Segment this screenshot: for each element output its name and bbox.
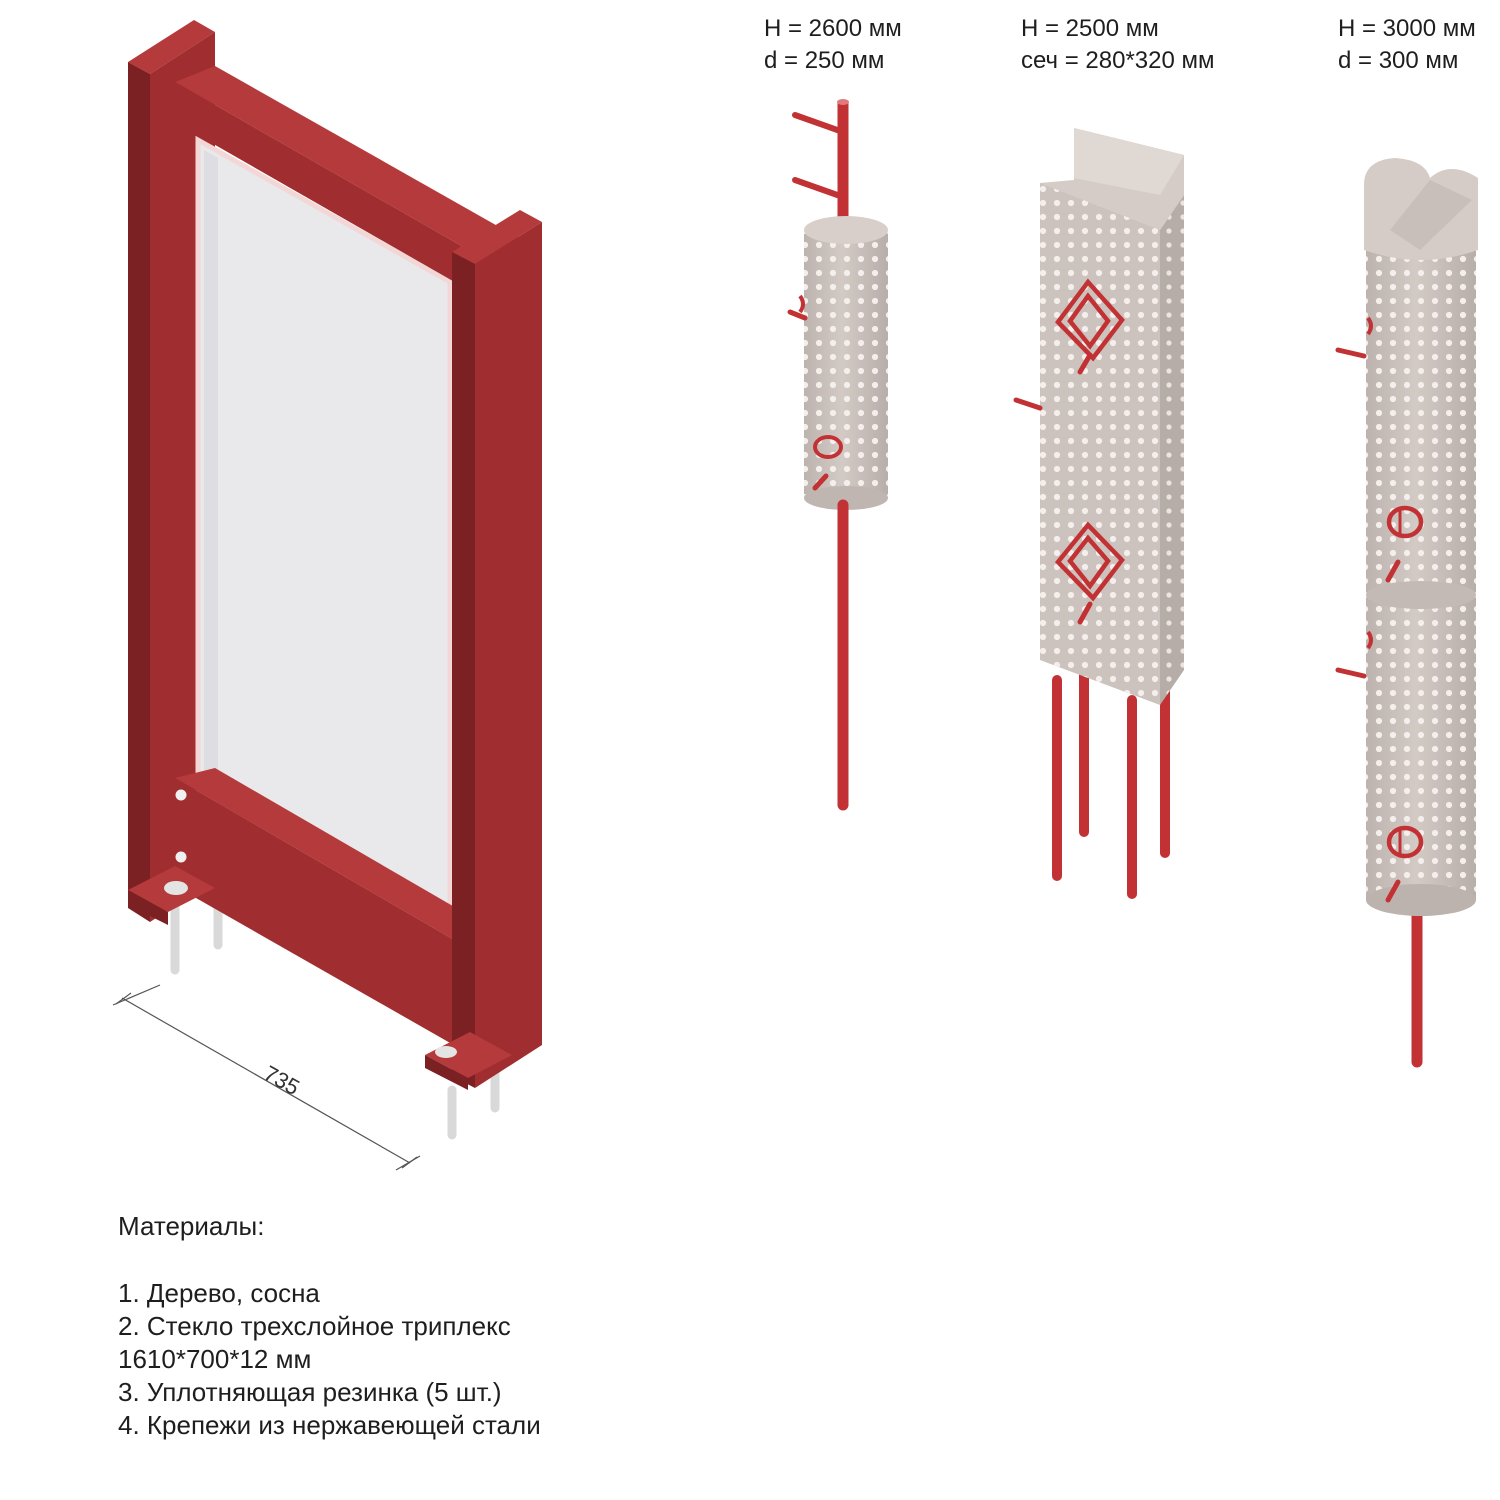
post-cylinder-small: H = 2600 мм d = 250 мм (764, 15, 902, 811)
materials-list: Материалы: 1. Дерево, сосна 2. Стекло тр… (118, 1210, 758, 1442)
frame-right-foot (425, 1032, 512, 1090)
materials-title: Материалы: (118, 1211, 265, 1241)
post-1-height-label: H = 2600 мм (764, 15, 902, 42)
post-square-prism: H = 2500 мм сеч = 280*320 мм (1013, 15, 1215, 899)
dimension-label: 735 (260, 1061, 304, 1101)
frame-top-beam (175, 66, 540, 308)
post-1-diameter-label: d = 250 мм (764, 47, 884, 74)
dimension-line (112, 984, 421, 1171)
post-3-height-label: H = 3000 мм (1338, 15, 1476, 42)
frame-panel: 735 (112, 20, 542, 1171)
frame-right-post (452, 210, 542, 1088)
post-cylinder-tall: H = 3000 мм d = 300 мм (1335, 15, 1478, 1068)
glass-pane (195, 135, 453, 937)
materials-item-4: 4. Крепежи из нержавеющей стали (118, 1410, 541, 1440)
materials-item-2: 2. Стекло трехслойное триплекс 1610*700*… (118, 1311, 511, 1374)
post-3-diameter-label: d = 300 мм (1338, 47, 1458, 74)
post-2-height-label: H = 2500 мм (1021, 15, 1159, 42)
frame-left-foot (128, 866, 215, 925)
post-2-section-label: сеч = 280*320 мм (1021, 47, 1215, 74)
materials-item-1: 1. Дерево, сосна (118, 1278, 320, 1308)
materials-item-3: 3. Уплотняющая резинка (5 шт.) (118, 1377, 502, 1407)
frame-bottom-beam (175, 768, 520, 1060)
